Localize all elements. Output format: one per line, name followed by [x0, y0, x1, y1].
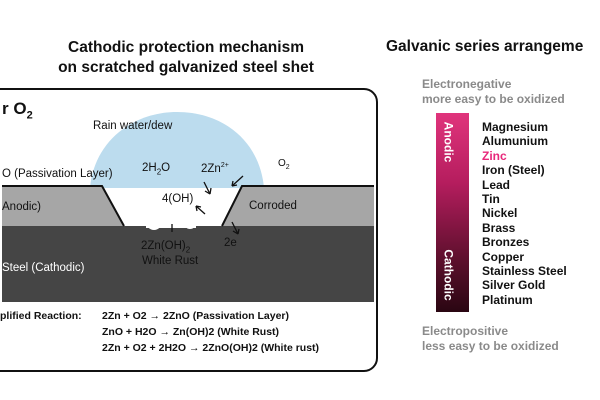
passivation-edge-right	[221, 185, 374, 227]
metal-item: Alumunium	[482, 134, 548, 149]
rain-droplet	[90, 112, 264, 188]
diagram-title: Cathodic protection mechanism on scratch…	[0, 38, 372, 78]
reaction-3: 2Zn + O2 + 2H2O → 2ZnO(OH)2 (White rust)	[102, 342, 320, 354]
metal-item: Copper	[482, 249, 524, 264]
oxygen-small-label: O2	[278, 158, 290, 171]
metal-item: Nickel	[482, 206, 518, 221]
galvanic-gradient-bar: Anodic Cathodic	[436, 113, 469, 312]
metal-item: Platinum	[482, 292, 533, 307]
passivation-layer-label: O (Passivation Layer)	[2, 168, 113, 180]
cross-section-drawing	[2, 112, 374, 302]
title-line-1: Cathodic protection mechanism	[68, 39, 304, 56]
white-rust-label: White Rust	[142, 255, 199, 267]
electron-arrow	[231, 221, 239, 235]
metal-item: Magnesium	[482, 120, 549, 134]
steel-cathodic-label: Steel (Cathodic)	[2, 262, 85, 274]
anodic-bar-label: Anodic	[441, 121, 456, 163]
hydroxide-arrow	[195, 205, 206, 215]
metal-item: Bronzes	[482, 235, 530, 250]
metal-item-highlighted: Zinc	[482, 148, 507, 163]
passivation-edge-left	[2, 185, 125, 227]
galvanic-series-title: Galvanic series arrangeme	[386, 38, 584, 55]
zinc-ion-label: 2Zn2+	[201, 162, 229, 175]
metal-item: Iron (Steel)	[482, 163, 545, 178]
less-oxidized-label: less easy to be oxidized	[422, 339, 559, 353]
reaction-list: 2Zn + O2 → 2ZnO (Passivation Layer) ZnO …	[102, 310, 319, 354]
zinc-ion-arrow	[203, 181, 211, 195]
electronegative-label: Electronegative	[422, 77, 512, 91]
reaction-2: ZnO + H2O → Zn(OH)2 (White Rust)	[102, 326, 280, 338]
oxygen-arrow	[231, 175, 244, 187]
cross-section-panel: r O2 Rain water/dew 2H2O 2Zn2+ O2 O (Pas…	[0, 88, 378, 372]
metal-item: Stainless Steel	[482, 264, 567, 279]
air-oxygen-label: r O2	[2, 99, 33, 122]
reaction-1: 2Zn + O2 → 2ZnO (Passivation Layer)	[102, 310, 290, 322]
metal-item: Tin	[482, 192, 500, 207]
electron-label: 2e	[224, 237, 237, 249]
metal-item: Lead	[482, 177, 511, 192]
rain-water-label: Rain water/dew	[93, 120, 173, 132]
white-rust-formula: 2Zn(OH)2	[141, 240, 191, 255]
more-oxidized-label: more easy to be oxidized	[422, 92, 565, 106]
metal-item: Silver Gold	[482, 278, 546, 293]
reaction-prefix: plified Reaction:	[0, 310, 82, 322]
water-formula: 2H2O	[142, 162, 171, 177]
cathodic-bar-label: Cathodic	[441, 249, 456, 301]
reaction-arrows	[171, 175, 244, 235]
hydroxide-label: 4(OH)	[162, 193, 194, 205]
anodic-layer-label: Anodic)	[2, 201, 41, 213]
metal-item: Brass	[482, 220, 516, 235]
title-line-2: on scratched galvanized steel shet	[58, 59, 314, 76]
metal-list: Magnesium Alumunium Zinc Iron (Steel) Le…	[482, 120, 567, 307]
steel-layer	[2, 226, 374, 302]
electropositive-label: Electropositive	[422, 324, 509, 338]
white-rust-cloud	[146, 205, 196, 230]
corroded-label: Corroded	[249, 200, 297, 212]
zinc-coating-layer	[2, 186, 374, 226]
